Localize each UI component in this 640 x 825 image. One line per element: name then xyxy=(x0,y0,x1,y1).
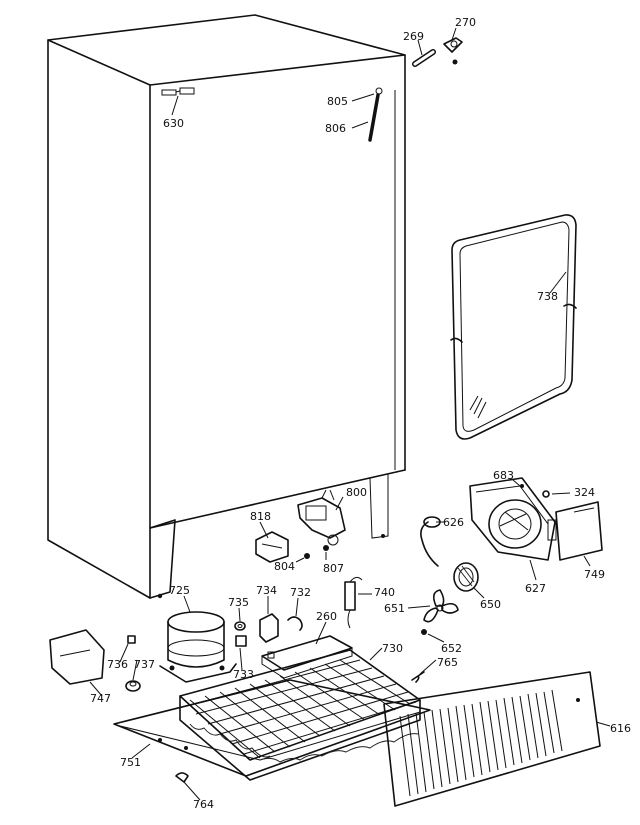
cabinet xyxy=(47,14,406,599)
part-630-bracket xyxy=(161,87,195,96)
label-751: 751 xyxy=(120,756,141,769)
part-260-drain-pan xyxy=(261,635,353,679)
part-749-board xyxy=(555,501,603,561)
label-733: 733 xyxy=(233,668,254,681)
part-735-grommet xyxy=(234,621,246,631)
part-736-screw xyxy=(127,635,136,644)
label-627: 627 xyxy=(525,582,546,595)
label-650: 650 xyxy=(480,598,501,611)
part-725-compressor xyxy=(159,611,237,683)
part-738-gasket xyxy=(450,214,577,440)
part-734-overload xyxy=(259,613,279,643)
label-730: 730 xyxy=(382,642,403,655)
part-732-clip xyxy=(287,616,303,631)
part-616-grille xyxy=(383,671,601,807)
part-324-screw xyxy=(542,490,550,498)
label-324: 324 xyxy=(574,486,595,499)
label-818: 818 xyxy=(250,510,271,523)
label-725: 725 xyxy=(169,584,190,597)
label-732: 732 xyxy=(290,586,311,599)
label-804: 804 xyxy=(274,560,295,573)
part-270-hinge xyxy=(443,37,463,65)
leader-lines xyxy=(89,27,611,801)
label-736: 736 xyxy=(107,658,128,671)
label-735: 735 xyxy=(228,596,249,609)
label-764: 764 xyxy=(193,798,214,811)
part-labels: 269 270 805 806 630 738 683 324 818 800 … xyxy=(90,16,631,811)
label-765: 765 xyxy=(437,656,458,669)
label-269: 269 xyxy=(403,30,424,43)
label-740: 740 xyxy=(374,586,395,599)
label-616: 616 xyxy=(610,722,631,735)
part-733-relay xyxy=(235,635,247,647)
label-806: 806 xyxy=(325,122,346,135)
part-800-valve xyxy=(297,489,346,559)
label-738: 738 xyxy=(537,290,558,303)
part-269-pin xyxy=(412,49,436,67)
label-749: 749 xyxy=(584,568,605,581)
label-652: 652 xyxy=(441,642,462,655)
label-734: 734 xyxy=(256,584,277,597)
label-270: 270 xyxy=(455,16,476,29)
part-650-motor xyxy=(453,562,479,592)
part-737-grommet xyxy=(125,680,141,692)
part-818-bracket xyxy=(255,531,289,563)
label-683: 683 xyxy=(493,469,514,482)
label-747: 747 xyxy=(90,692,111,705)
label-737: 737 xyxy=(134,658,155,671)
label-626: 626 xyxy=(443,516,464,529)
part-730-condenser xyxy=(179,649,421,781)
part-806-tube xyxy=(368,87,383,142)
label-807: 807 xyxy=(323,562,344,575)
part-626-harness xyxy=(420,516,441,567)
part-765-screw xyxy=(411,671,425,683)
label-630: 630 xyxy=(163,117,184,130)
part-764-clip xyxy=(175,772,189,783)
label-805: 805 xyxy=(327,95,348,108)
part-627-shroud xyxy=(469,477,557,561)
label-800: 800 xyxy=(346,486,367,499)
part-651-fan-blade xyxy=(421,589,459,635)
part-740-thermostat xyxy=(344,576,363,629)
label-651: 651 xyxy=(384,602,405,615)
label-260: 260 xyxy=(316,610,337,623)
part-747-cover xyxy=(49,629,105,685)
